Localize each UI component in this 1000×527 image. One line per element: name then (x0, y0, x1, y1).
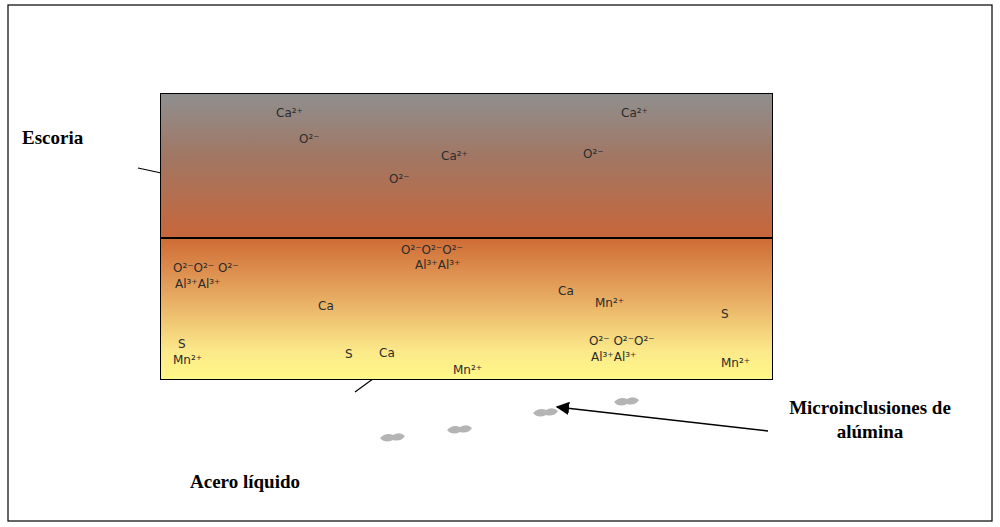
ion-symbol: O²⁻ (389, 172, 410, 186)
alumina-inclusions (380, 397, 639, 441)
ion-symbol: O²⁻ (583, 147, 604, 161)
ion-symbol: S (721, 307, 729, 321)
ion-symbol: S (345, 347, 353, 361)
slag-layer: Ca²⁺ O²⁻ Ca²⁺ O²⁻ Ca²⁺ O²⁻ (160, 93, 773, 238)
ion-symbol: Mn²⁺ (173, 353, 202, 367)
frame (8, 5, 992, 521)
ion-symbol: S (178, 337, 186, 351)
ion-symbol: O²⁻ O²⁻O²⁻ (589, 334, 655, 348)
ion-symbol: Mn²⁺ (595, 296, 624, 310)
steel-layer: O²⁻O²⁻ O²⁻Al³⁺Al³⁺O²⁻O²⁻O²⁻Al³⁺Al³⁺CaCaM… (160, 237, 773, 380)
ion-symbol: Mn²⁺ (721, 356, 750, 370)
ion-symbol: Al³⁺Al³⁺ (591, 350, 636, 364)
ion-symbol: Ca²⁺ (441, 149, 468, 163)
ion-symbol: Ca (379, 346, 395, 360)
ion-symbol: Ca²⁺ (621, 106, 648, 120)
ion-symbol: O²⁻O²⁻O²⁻ (401, 243, 463, 257)
callout-label: Acero líquido (190, 470, 300, 494)
ion-symbol: Al³⁺Al³⁺ (175, 277, 220, 291)
ion-symbol: O²⁻O²⁻ O²⁻ (173, 261, 239, 275)
pointer-arrow (557, 407, 768, 431)
ion-symbol: O²⁻ (299, 132, 320, 146)
ion-symbol: Ca (558, 284, 574, 298)
ion-symbol: Al³⁺Al³⁺ (415, 258, 460, 272)
ion-symbol: Mn²⁺ (453, 363, 482, 377)
callout-label: Microinclusiones de alúmina (770, 396, 970, 444)
ion-symbol: Ca²⁺ (276, 106, 303, 120)
ion-symbol: Ca (318, 299, 334, 313)
callout-label: Escoria (22, 126, 132, 150)
